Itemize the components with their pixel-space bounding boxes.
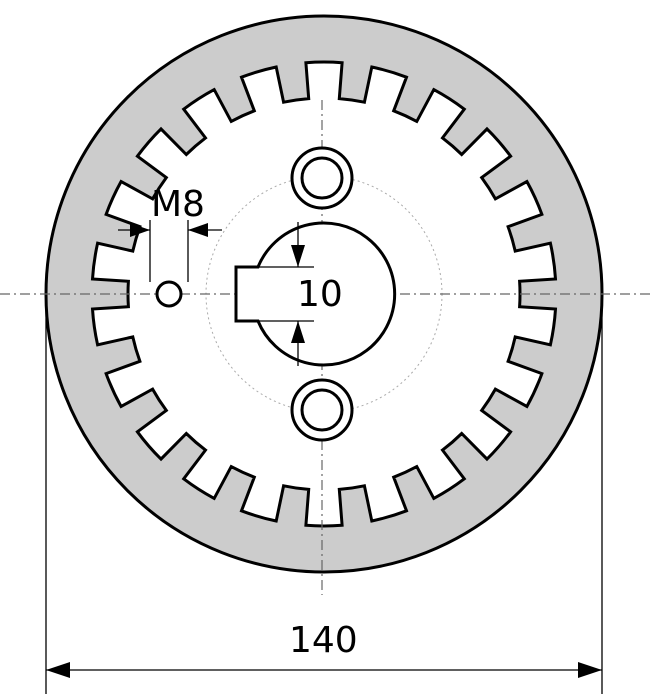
slot-width-dimension [258,222,314,366]
lower-hole [290,378,354,442]
upper-hole [290,146,354,210]
m8-label: M8 [151,184,205,225]
slot-width-label: 10 [297,274,343,315]
overall-diameter-label: 140 [289,620,358,661]
m8-dimension [118,220,222,282]
m8-hole [155,280,183,308]
overall-diameter-dimension [45,300,603,694]
hub-bore-with-keyway [234,221,397,367]
